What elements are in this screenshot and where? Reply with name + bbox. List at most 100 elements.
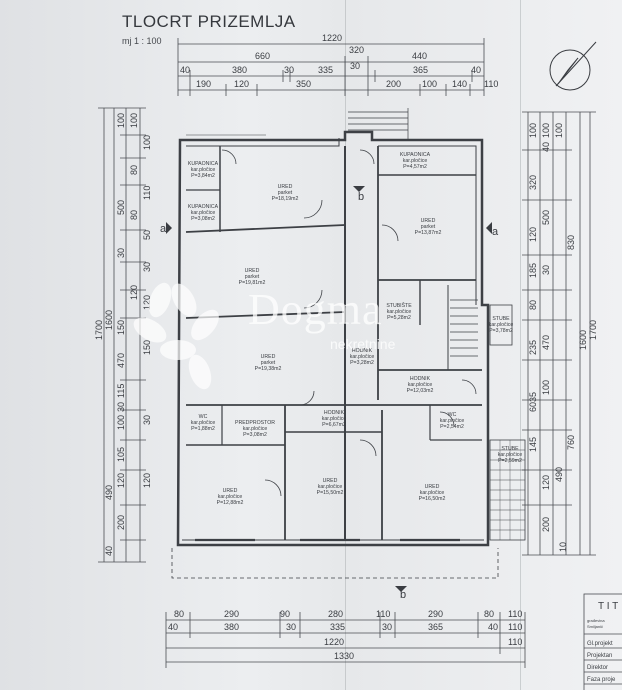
dim-label: 30 <box>286 622 296 632</box>
dim-label: 30 <box>116 402 126 412</box>
section-mark-a: a <box>492 226 499 238</box>
svg-text:kar.pločice: kar.pločice <box>191 210 216 216</box>
svg-text:Projektan: Projektan <box>587 653 612 659</box>
left-dimension-labels: 1700 1600 100 100 80 500 80 30 120 150 4… <box>94 113 152 556</box>
svg-text:P=19,81m2: P=19,81m2 <box>239 280 266 286</box>
svg-text:P=5,28m2: P=5,28m2 <box>387 315 411 321</box>
svg-text:Gl.projekt: Gl.projekt <box>587 641 613 647</box>
section-arrow-icons <box>166 186 492 592</box>
dim-label: 1600 <box>578 330 588 350</box>
dim-label: 120 <box>142 473 152 488</box>
dim-label: 120 <box>129 285 139 300</box>
dim-label: 1330 <box>334 651 354 661</box>
plan-title: TLOCRT PRIZEMLJA <box>122 12 296 31</box>
dim-label: 110 <box>508 637 522 647</box>
dim-label: 320 <box>528 175 538 190</box>
dim-label: 290 <box>224 609 239 619</box>
svg-text:PREDPROSTOR: PREDPROSTOR <box>235 420 275 426</box>
dim-label: 30 <box>541 265 551 275</box>
dim-label: 235 <box>528 340 538 355</box>
svg-text:kar.pločice: kar.pločice <box>420 490 445 496</box>
svg-text:KUPAONICA: KUPAONICA <box>400 152 431 158</box>
dim-label: 1220 <box>324 637 344 647</box>
svg-text:Direktor: Direktor <box>587 665 608 671</box>
title-block-heading: T I T <box>598 601 618 612</box>
svg-text:P=12,03m2: P=12,03m2 <box>407 388 434 394</box>
svg-text:HODNIK: HODNIK <box>352 348 373 354</box>
dim-label: 120 <box>234 79 249 89</box>
svg-text:kar.pločice: kar.pločice <box>218 494 243 500</box>
svg-text:URED: URED <box>421 218 436 224</box>
dim-label: 350 <box>296 79 311 89</box>
right-dimension-labels: 1700 1600 830 760 100 100 100 40 320 120… <box>528 123 598 552</box>
svg-text:kar.pločice: kar.pločice <box>191 167 216 173</box>
dim-label: 6035 <box>528 392 538 412</box>
svg-text:kar.pločice: kar.pločice <box>387 309 412 315</box>
dim-label: 500 <box>116 200 126 215</box>
section-marks: a a b b <box>160 191 499 601</box>
dim-label: 100 <box>129 113 139 128</box>
svg-text:kar.pločice: kar.pločice <box>191 420 216 426</box>
svg-text:P=13,87m2: P=13,87m2 <box>415 230 442 236</box>
svg-text:Smiljanič: Smiljanič <box>587 624 603 629</box>
title-block-text: T I T građevina Smiljanič Gl.projekt Pro… <box>587 601 618 683</box>
dim-label: 40 <box>104 546 114 556</box>
dim-label: 40 <box>180 65 190 75</box>
svg-text:P=16,50m2: P=16,50m2 <box>419 496 446 502</box>
svg-text:P=3,84m2: P=3,84m2 <box>191 173 215 179</box>
dim-label: 110 <box>484 79 498 89</box>
dim-label: 280 <box>328 609 343 619</box>
dim-label: 290 <box>428 609 443 619</box>
svg-text:parket: parket <box>245 274 260 280</box>
dim-label: 470 <box>541 335 551 350</box>
dim-label: 100 <box>116 415 126 430</box>
svg-text:kar.pločice: kar.pločice <box>322 416 347 422</box>
svg-text:P=12,88m2: P=12,88m2 <box>217 500 244 506</box>
svg-text:P=1,88m2: P=1,88m2 <box>191 426 215 432</box>
watermark-brand: Dogma <box>248 285 383 334</box>
dim-label: 115 <box>116 384 126 398</box>
dim-label: 200 <box>116 515 126 530</box>
svg-text:HODNIK: HODNIK <box>410 376 431 382</box>
dim-label: 380 <box>232 65 247 75</box>
svg-text:kar.pločice: kar.pločice <box>489 322 514 328</box>
dim-label: 40 <box>471 65 481 75</box>
svg-text:URED: URED <box>261 354 276 360</box>
dim-label: 200 <box>541 517 551 532</box>
svg-text:WC: WC <box>199 414 208 420</box>
svg-text:parket: parket <box>278 190 293 196</box>
svg-text:URED: URED <box>223 488 238 494</box>
svg-text:kar.pločice: kar.pločice <box>243 426 268 432</box>
dim-label: 490 <box>104 485 114 500</box>
dim-label: 30 <box>382 622 392 632</box>
svg-text:kar.pločice: kar.pločice <box>403 158 428 164</box>
watermark-logo-icon <box>133 282 219 390</box>
dim-label: 145 <box>528 437 538 452</box>
bottom-dimension-lines <box>165 612 526 668</box>
right-dimension-lines <box>522 111 596 556</box>
svg-text:P=15,50m2: P=15,50m2 <box>317 490 344 496</box>
dim-label: 140 <box>452 79 467 89</box>
svg-text:kar.pločice: kar.pločice <box>350 354 375 360</box>
dim-label: 100 <box>528 123 538 138</box>
svg-text:HODNIK: HODNIK <box>324 410 345 416</box>
dim-label: 1220 <box>322 33 342 43</box>
dim-label: 660 <box>255 51 270 61</box>
dim-label: 150 <box>142 340 152 355</box>
plan-scale: mj 1 : 100 <box>122 36 162 46</box>
bottom-dimension-labels: 80 290 90 280 110 290 80 110 40 380 30 3… <box>168 609 522 661</box>
dim-label: 1600 <box>104 310 114 330</box>
svg-text:P=2,54m2: P=2,54m2 <box>440 424 464 430</box>
dim-label: 1700 <box>588 320 598 340</box>
dim-label: 190 <box>196 79 211 89</box>
dim-label: 110 <box>142 186 152 200</box>
